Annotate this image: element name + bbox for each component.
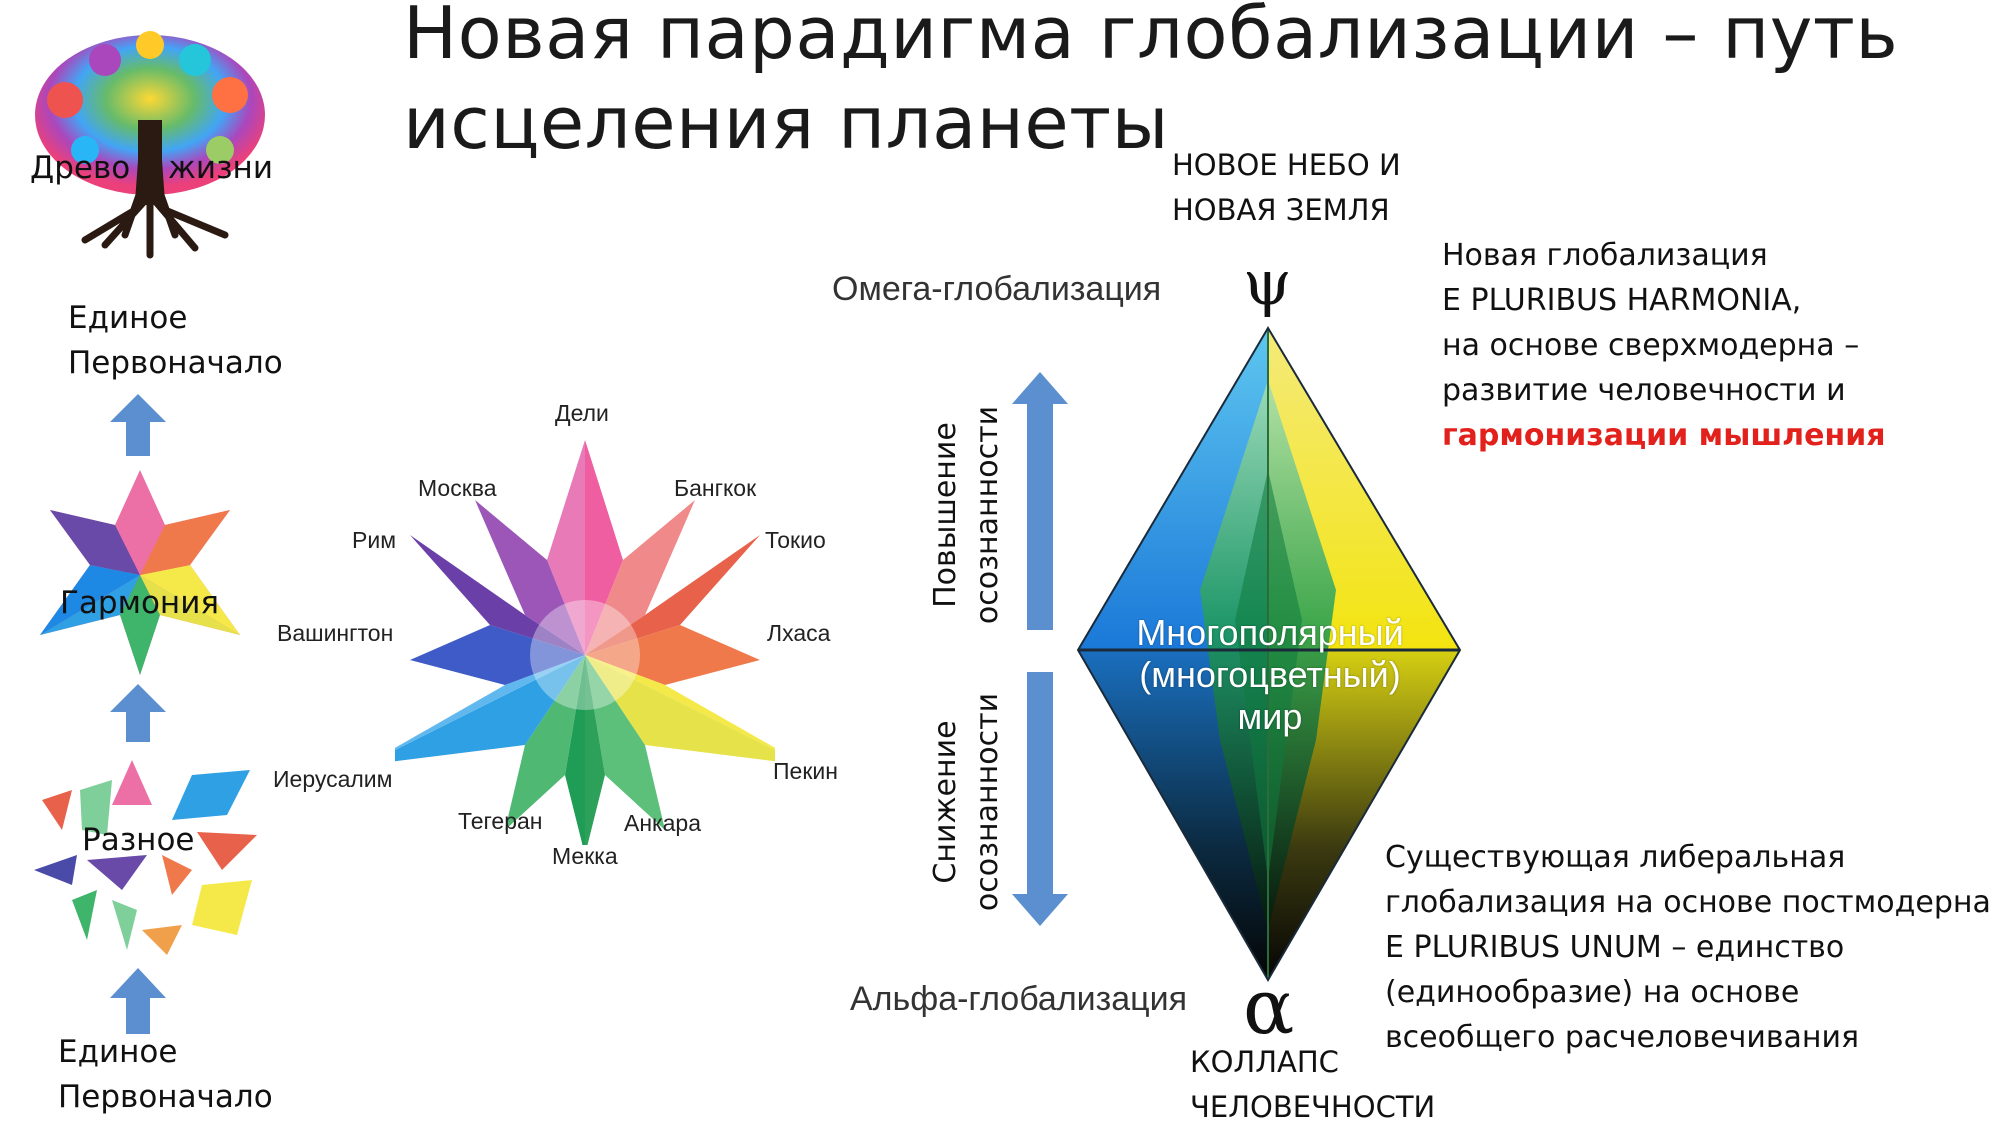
bottom-origin-label: Единое Первоначало xyxy=(58,1034,273,1115)
city-label-deli: Дели xyxy=(555,400,609,426)
multipolar-world-label: Многополярный (многоцветный) мир xyxy=(1136,612,1404,737)
new-globalization-text: Новая глобализация E PLURIBUS HARMONIA, … xyxy=(1442,233,1886,458)
alpha-symbol: α xyxy=(1243,962,1295,1051)
top-origin-label: Единое Первоначало xyxy=(68,300,283,381)
harmony-star-icon xyxy=(40,470,240,675)
arrow-up-icon xyxy=(1012,372,1068,630)
city-label-ankara: Анкара xyxy=(624,810,701,836)
alpha-label: Альфа-глобализация xyxy=(850,980,1188,1018)
rising-awareness-label: Повышение осознанности xyxy=(928,405,1005,625)
diverse-pieces-icon xyxy=(34,760,257,955)
tree-label-right: жизни xyxy=(168,150,273,186)
arrow-up-icon xyxy=(110,968,166,1034)
omega-label: Омега-глобализация xyxy=(832,270,1162,308)
arrow-down-icon xyxy=(1012,672,1068,926)
collapse-caption: КОЛЛАПС ЧЕЛОВЕЧНОСТИ xyxy=(1190,1045,1436,1124)
harmony-label: Гармония xyxy=(60,585,219,621)
diverse-label: Разное xyxy=(82,822,195,858)
arrow-up-icon xyxy=(110,684,166,742)
existing-globalization-text: Существующая либеральная глобализация на… xyxy=(1385,840,1991,1055)
tree-of-life-image xyxy=(35,31,265,259)
title-line-1: Новая парадигма глобализации – путь xyxy=(403,0,1899,75)
arrow-up-icon xyxy=(110,394,166,456)
psi-symbol: ψ xyxy=(1243,246,1292,319)
city-star-diagram xyxy=(395,440,775,845)
city-label-beijing: Пекин xyxy=(773,758,838,784)
city-label-moscow: Москва xyxy=(418,475,497,501)
harmonization-highlight: гармонизации мышления xyxy=(1442,418,1886,453)
city-label-bangkok: Бангкок xyxy=(674,475,757,501)
city-label-washington: Вашингтон xyxy=(277,620,394,646)
globalization-diamond xyxy=(1076,326,1462,982)
falling-awareness-label: Снижение осознанности xyxy=(928,692,1005,912)
city-label-lhasa: Лхаса xyxy=(767,620,831,646)
page-title: Новая парадигма глобализации – путь исце… xyxy=(403,0,1963,168)
city-label-mecca: Мекка xyxy=(552,843,618,869)
city-label-rome: Рим xyxy=(352,527,397,553)
city-label-tokyo: Токио xyxy=(765,527,826,553)
tree-label-left: Древо xyxy=(30,150,131,186)
title-line-2: исцеления планеты xyxy=(403,81,1169,165)
new-heaven-caption: НОВОЕ НЕБО И НОВАЯ ЗЕМЛЯ xyxy=(1172,148,1401,227)
city-label-jerusalem: Иерусалим xyxy=(273,766,393,792)
city-label-tehran: Тегеран xyxy=(458,808,543,834)
